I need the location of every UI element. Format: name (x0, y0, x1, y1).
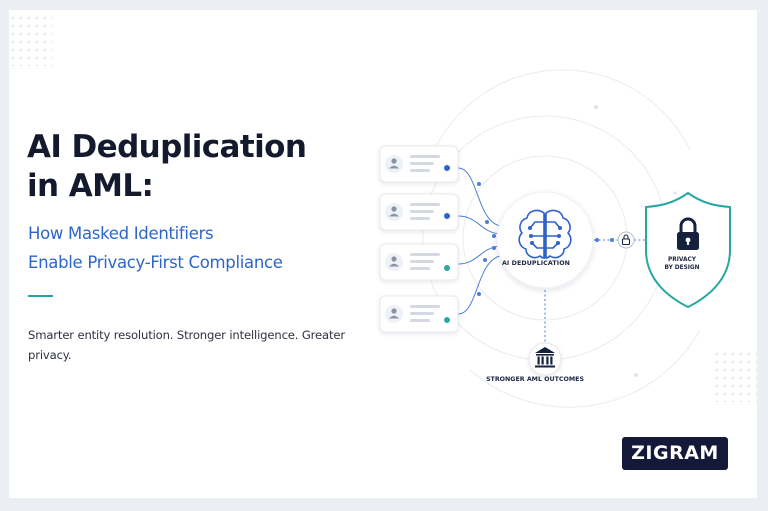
zigram-logo: ZIGRAM (622, 437, 728, 470)
page-title: AI Deduplication in AML: (27, 128, 307, 206)
subtitle: How Masked Identifiers Enable Privacy-Fi… (28, 219, 283, 277)
user-icon (385, 305, 403, 323)
privacy-label: PRIVACY BY DESIGN (657, 256, 707, 272)
brain-icon (518, 209, 572, 259)
connector-nodes (477, 182, 496, 296)
accent-divider (28, 295, 53, 297)
shield-lock-icon (645, 191, 731, 309)
record-card-1 (379, 145, 459, 183)
record-card-2 (379, 193, 459, 231)
user-icon (385, 203, 403, 221)
privacy-label-line-2: BY DESIGN (664, 265, 700, 271)
user-icon (385, 253, 403, 271)
title-line-1: AI Deduplication (27, 129, 307, 165)
ai-dedup-label: AI DEDUPLICATION (501, 260, 571, 267)
record-card-3 (379, 243, 459, 281)
tagline: Smarter entity resolution. Stronger inte… (28, 327, 345, 362)
status-dot (444, 213, 450, 219)
dot-pattern-top-left (9, 14, 53, 66)
status-dot (444, 165, 450, 171)
lock-icon (617, 231, 635, 249)
status-dot (444, 317, 450, 323)
dot-pattern-right (713, 350, 757, 402)
connector-node (610, 238, 614, 242)
background-arc-dots (594, 105, 677, 377)
user-icon (385, 155, 403, 173)
title-line-2: in AML: (27, 168, 154, 204)
subtitle-line-1: How Masked Identifiers (28, 224, 214, 243)
ai-dedup-node (496, 191, 594, 289)
connector-node (595, 238, 599, 242)
outcomes-label: STRONGER AML OUTCOMES (486, 376, 584, 383)
bank-icon (528, 342, 562, 376)
status-dot (444, 265, 450, 271)
record-card-4 (379, 295, 459, 333)
subtitle-line-2: Enable Privacy-First Compliance (28, 253, 283, 272)
privacy-label-line-1: PRIVACY (668, 257, 696, 263)
